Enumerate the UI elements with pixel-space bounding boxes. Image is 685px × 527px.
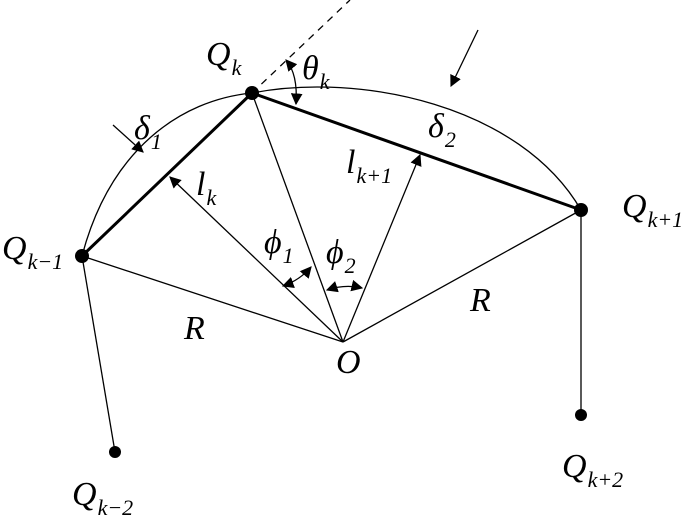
segment-k-2 bbox=[81, 255, 116, 453]
label-qk: Qk bbox=[206, 38, 241, 79]
point-qk+2 bbox=[575, 409, 587, 421]
radius-top bbox=[251, 92, 344, 343]
label-delta2-main: δ bbox=[428, 108, 444, 145]
theta-arc bbox=[285, 59, 303, 106]
label-phi2-sub: 2 bbox=[344, 253, 356, 278]
circle-arc bbox=[81, 86, 582, 257]
extension-dashed-line bbox=[251, 0, 351, 94]
phi1-arc bbox=[281, 266, 312, 289]
label-lk: lk bbox=[196, 168, 216, 209]
label-qk-2-sub: k−2 bbox=[97, 495, 134, 520]
label-theta-main: θ bbox=[302, 50, 319, 87]
label-qk+2-main: Q bbox=[562, 448, 587, 485]
label-lk-main: l bbox=[196, 166, 206, 203]
label-phi1: ϕ1 bbox=[264, 226, 294, 267]
delta2-arrow bbox=[450, 29, 479, 88]
label-phi1-main: ϕ bbox=[264, 224, 282, 261]
chord-left bbox=[80, 91, 254, 258]
label-qk+1-sub: k+1 bbox=[647, 207, 684, 232]
label-phi1-sub: 1 bbox=[282, 243, 294, 268]
delta1-arrow bbox=[112, 124, 144, 153]
label-lk+1-sub: k+1 bbox=[356, 163, 393, 188]
point-qk+1 bbox=[574, 203, 588, 217]
label-qk+2-sub: k+2 bbox=[587, 467, 624, 492]
point-qk-2 bbox=[109, 446, 121, 458]
label-lk+1-main: l bbox=[346, 144, 356, 181]
label-qk+1: Qk+1 bbox=[622, 190, 683, 231]
label-qk+1-main: Q bbox=[622, 188, 647, 225]
label-qk-1-sub: k−1 bbox=[27, 249, 64, 274]
phi2-arc bbox=[325, 279, 364, 293]
lk1-arrow bbox=[342, 153, 422, 343]
label-phi2: ϕ2 bbox=[326, 236, 356, 277]
label-phi2-main: ϕ bbox=[326, 234, 344, 271]
label-qk-1-main: Q bbox=[2, 230, 27, 267]
label-delta2-sub: 2 bbox=[444, 127, 456, 152]
label-delta1-main: δ bbox=[134, 110, 150, 147]
label-qk-2-main: Q bbox=[72, 476, 97, 513]
radius-right bbox=[342, 209, 582, 343]
label-theta: θk bbox=[302, 52, 329, 93]
label-radius-left: R bbox=[184, 310, 205, 347]
chord-right bbox=[251, 91, 582, 212]
label-center-o: O bbox=[336, 344, 361, 381]
label-delta1: δ1 bbox=[134, 112, 162, 153]
label-qk-2: Qk−2 bbox=[72, 478, 133, 519]
label-qk-main: Q bbox=[206, 36, 231, 73]
label-qk-sub: k bbox=[231, 55, 242, 80]
radius-left bbox=[81, 255, 344, 343]
label-lk-sub: k bbox=[206, 185, 217, 210]
label-delta1-sub: 1 bbox=[150, 129, 162, 154]
label-theta-sub: k bbox=[319, 69, 330, 94]
label-delta2: δ2 bbox=[428, 110, 456, 151]
label-lk+1: lk+1 bbox=[346, 146, 392, 187]
label-qk+2: Qk+2 bbox=[562, 450, 623, 491]
lk-arrow bbox=[169, 176, 344, 343]
label-radius-right: R bbox=[470, 282, 491, 319]
label-qk-1: Qk−1 bbox=[2, 232, 63, 273]
point-qk-1 bbox=[75, 249, 89, 263]
point-qk bbox=[245, 86, 259, 100]
